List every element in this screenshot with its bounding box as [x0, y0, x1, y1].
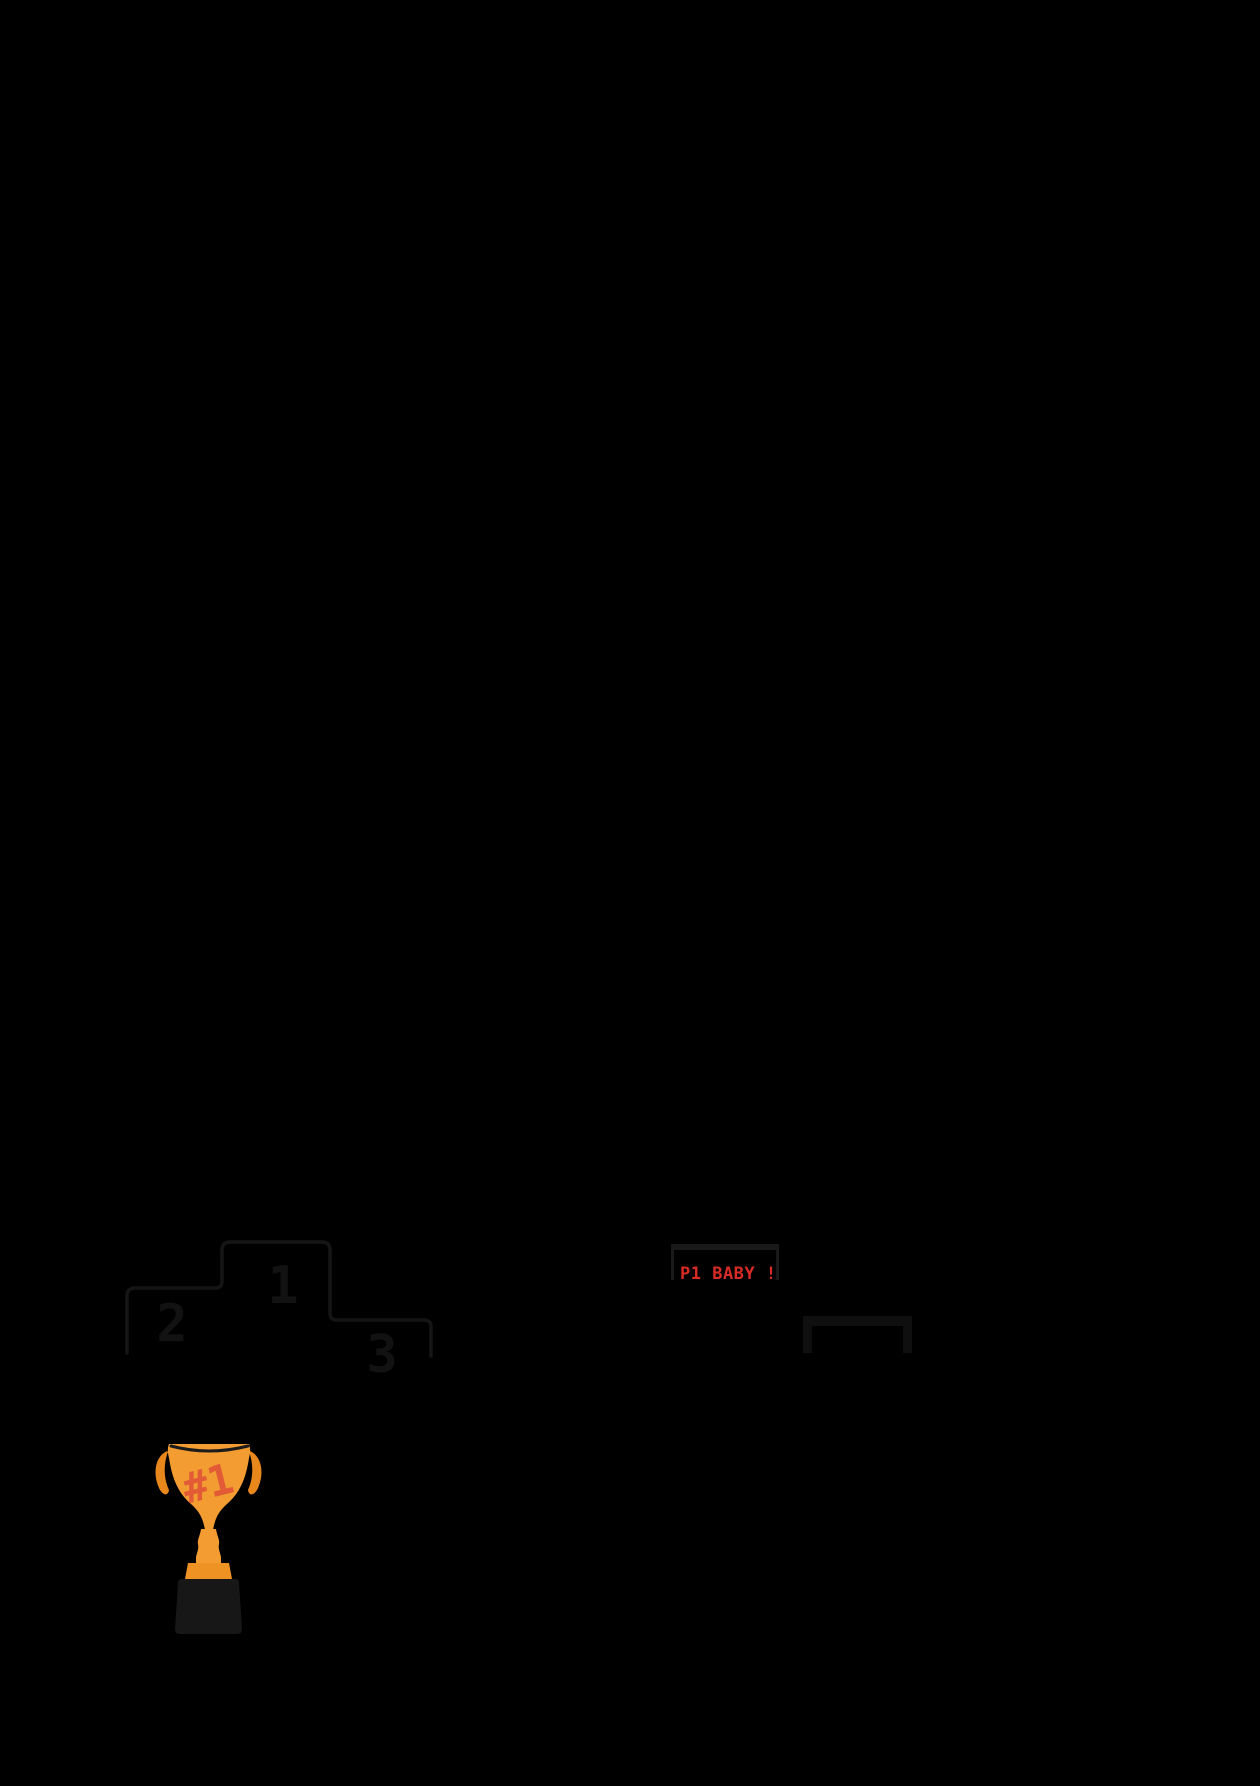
speech-bubble: P1 BABY ! — [671, 1244, 779, 1284]
trophy-handle-left-icon — [155, 1451, 169, 1495]
podium-outline — [125, 1240, 433, 1358]
table-outline — [803, 1316, 912, 1353]
podium-number-1: 1 — [267, 1256, 298, 1316]
trophy-cup — [167, 1444, 251, 1530]
podium-number-3: 3 — [366, 1325, 397, 1382]
trophy-pedestal — [175, 1579, 242, 1634]
trophy: #1 — [155, 1444, 262, 1634]
trophy-base — [185, 1563, 232, 1579]
trophy-handle-right-icon — [248, 1451, 262, 1495]
trophy-rim-line — [169, 1444, 250, 1453]
speech-text: P1 BABY ! — [680, 1264, 777, 1284]
podium: 1 2 3 — [125, 1240, 433, 1382]
trophy-label: #1 — [177, 1454, 238, 1514]
trophy-stem — [196, 1529, 221, 1563]
podium-number-2: 2 — [156, 1294, 187, 1354]
